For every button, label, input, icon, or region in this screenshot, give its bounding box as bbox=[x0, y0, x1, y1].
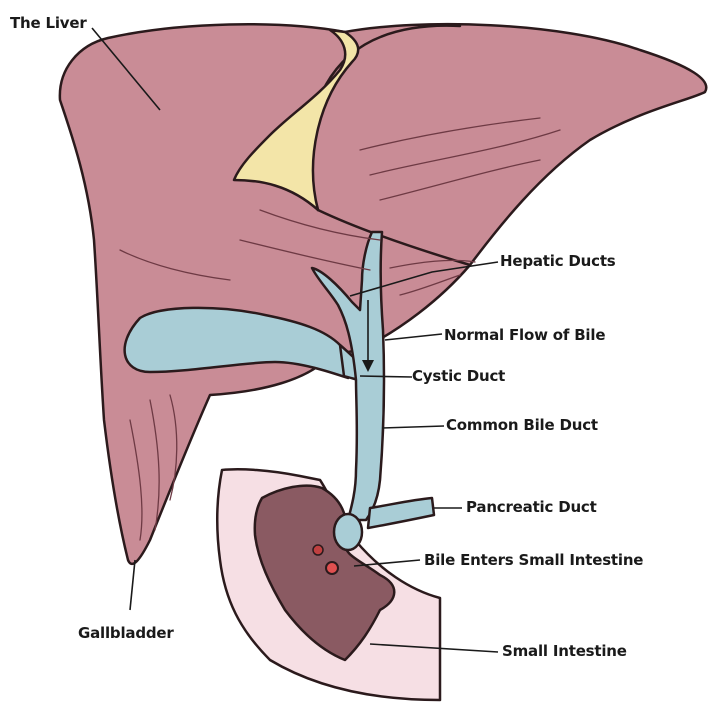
duct-opening bbox=[326, 562, 338, 574]
pancreatic-duct-shape bbox=[368, 498, 434, 528]
ampulla bbox=[334, 514, 362, 550]
label-common-bile-duct: Common Bile Duct bbox=[446, 416, 598, 434]
label-the-liver: The Liver bbox=[10, 14, 87, 32]
label-normal-flow-of-bile: Normal Flow of Bile bbox=[444, 326, 605, 344]
label-hepatic-ducts: Hepatic Ducts bbox=[500, 252, 616, 270]
label-cystic-duct: Cystic Duct bbox=[412, 367, 505, 385]
label-small-intestine: Small Intestine bbox=[502, 642, 627, 660]
label-bile-enters-small-intestine: Bile Enters Small Intestine bbox=[424, 551, 643, 569]
label-gallbladder: Gallbladder bbox=[78, 624, 174, 642]
label-pancreatic-duct: Pancreatic Duct bbox=[466, 498, 597, 516]
